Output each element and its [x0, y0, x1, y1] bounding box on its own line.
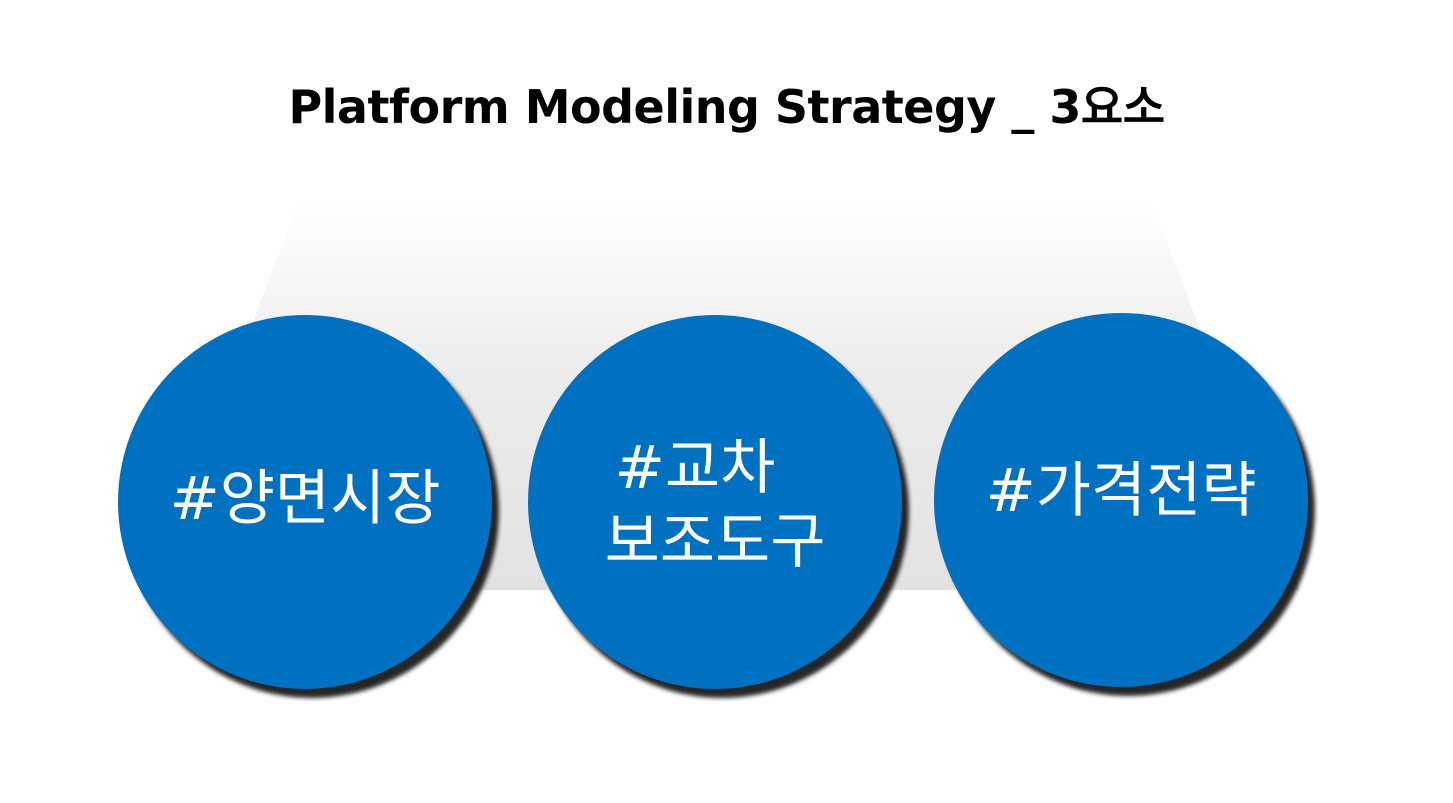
element-label-group: #교차 보조도구 [605, 431, 826, 579]
element-circle-pricing-strategy: #가격전략 [934, 313, 1308, 687]
element-label: #가격전략 [985, 456, 1257, 526]
element-label-line-2: 보조도구 [604, 507, 826, 577]
element-circle-cross-subsidy: #교차 보조도구 [528, 315, 902, 689]
page-title: Platform Modeling Strategy _ 3요소 [288, 80, 1165, 134]
element-circle-two-sided-market: #양면시장 [118, 315, 492, 689]
element-label: #양면시장 [169, 464, 441, 534]
element-label-line-1: #교차 [614, 433, 776, 503]
